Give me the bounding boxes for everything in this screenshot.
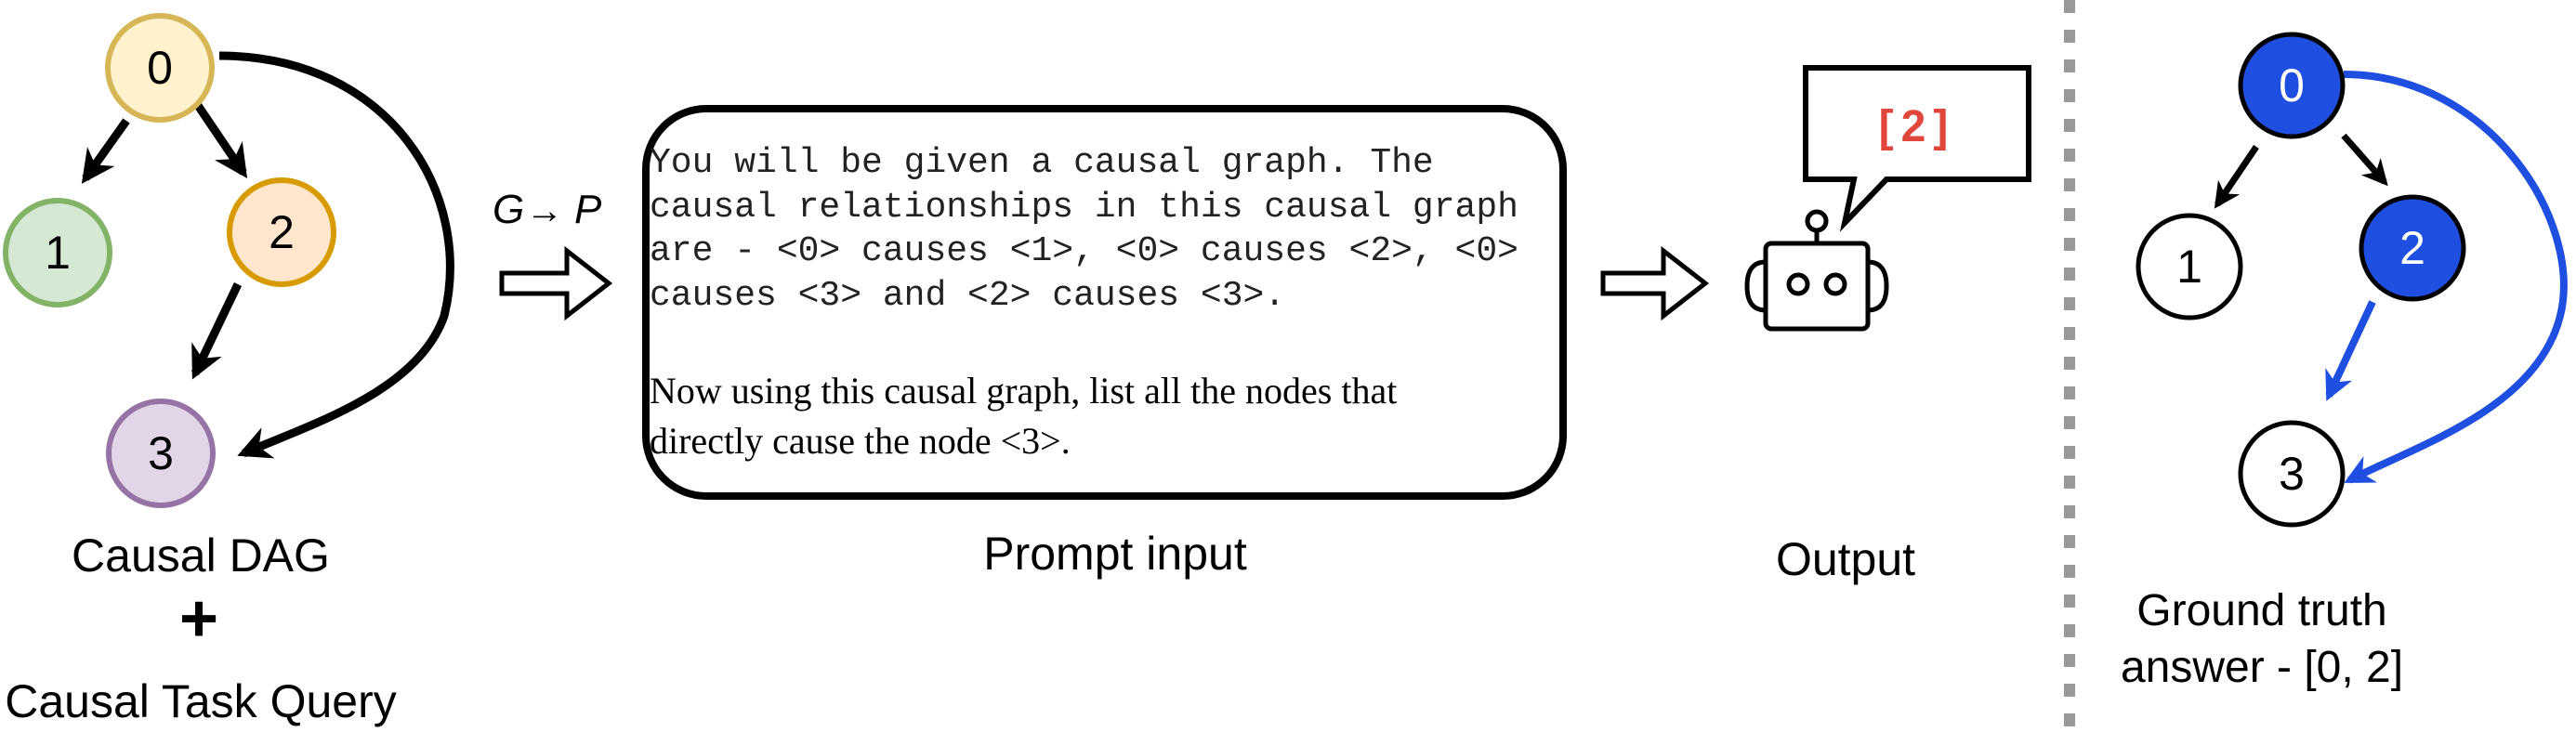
dag-node-2: 2 [227,177,336,287]
transform-label-g: G [493,187,524,232]
dag-edge-0-2 [193,101,248,178]
prompt-input: You will be given a causal graph. The ca… [642,105,1567,580]
prompt-line-2: causal relationships in this causal grap… [650,188,1518,228]
prompt-caption: Prompt input [983,528,1247,580]
dag-edge-2-3 [191,282,243,380]
prompt-line-5: Now using this causal graph, list all th… [650,370,1397,412]
output-answer: [2] [1879,102,1956,151]
dag-node-0: 0 [105,13,215,123]
prompt-line-3: are - <0> causes <1>, <0> causes <2>, <0… [650,231,1518,271]
transform-arrow-icon [499,245,613,321]
output: [2] Output [1744,65,2031,585]
prompt-line-6: directly cause the node <3>. [650,420,1071,462]
gt-node-3: 3 [2238,420,2346,528]
prompt-line-4: causes <3> and <2> causes <3>. [650,276,1285,316]
query-caption: Causal Task Query [5,675,396,727]
prompt-box [642,105,1567,500]
gt-edge-2-3 [2325,300,2376,401]
graph-to-prompt: G → P [493,187,613,321]
gt-node-0: 0 [2238,32,2346,139]
causal-dag: 0 1 2 3 Causal DAG + Causal Task Query [3,13,454,727]
svg-text:3: 3 [2279,448,2305,500]
gt-caption-line2: answer - [0, 2] [2121,643,2403,692]
prompt-line-1: You will be given a causal graph. The [650,143,1434,183]
transform-label-p: P [574,187,602,232]
svg-text:0: 0 [2279,59,2305,111]
robot-icon [1744,209,1889,332]
svg-text:2: 2 [2399,222,2425,274]
dag-edge-0-1 [81,118,130,184]
gt-edge-0-2 [2341,133,2388,187]
gt-edge-0-1 [2214,145,2259,209]
transform-label-arrow: → [526,190,563,231]
prompt-to-output-arrow-icon [1600,245,1710,321]
dag-caption: Causal DAG [72,529,330,582]
plus-sign: + [179,582,218,656]
dag-edge-0-3 [218,51,454,459]
svg-text:1: 1 [45,227,71,279]
dag-node-3: 3 [106,399,216,508]
gt-edge-0-3 [2343,71,2568,484]
dag-node-1: 1 [3,198,112,307]
svg-text:3: 3 [148,427,174,479]
gt-caption-line1: Ground truth [2136,586,2386,635]
speech-bubble [1803,65,2031,232]
output-caption: Output [1776,533,1915,585]
svg-text:2: 2 [269,206,295,258]
ground-truth-graph: 0 1 2 3 Ground truth answer - [0, 2] [2121,32,2568,692]
svg-text:1: 1 [2176,241,2202,293]
gt-node-1: 1 [2136,213,2243,320]
gt-node-2: 2 [2359,194,2466,302]
svg-text:0: 0 [147,42,173,94]
